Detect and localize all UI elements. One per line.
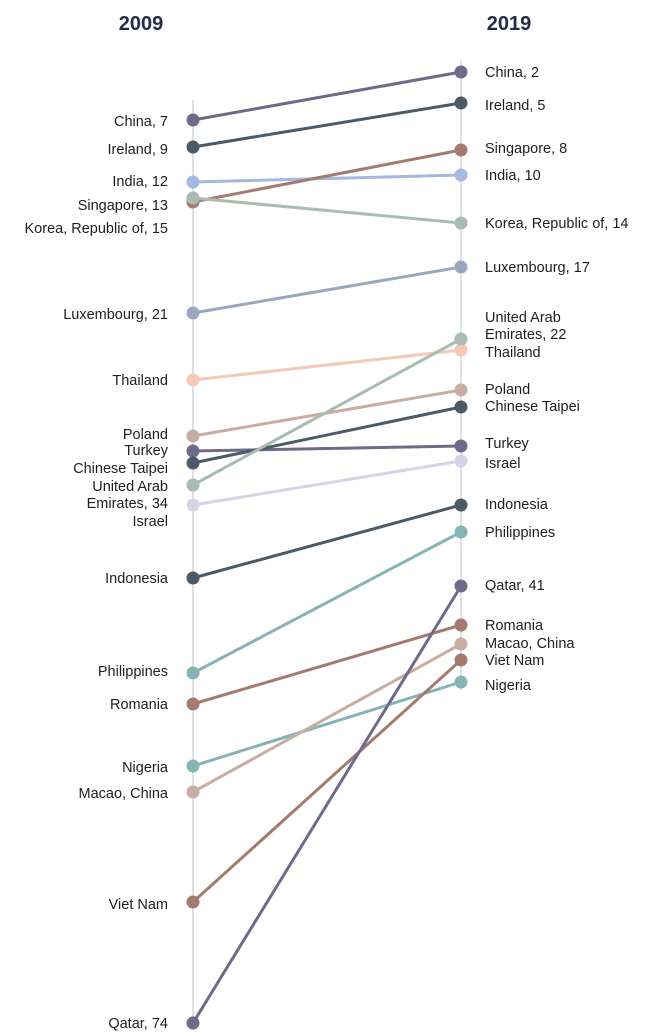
slope-thailand: [191, 348, 463, 382]
slope-united-arab-emirates: [191, 337, 463, 487]
point-2009-poland: [186, 429, 200, 443]
point-2019-united-arab-emirates: [454, 332, 468, 346]
label-2019-israel: Israel: [485, 456, 520, 472]
point-2019-turkey: [454, 439, 468, 453]
label-2019-romania: Romania: [485, 618, 544, 634]
point-2019-philippines: [454, 525, 468, 539]
label-2019-philippines: Philippines: [485, 525, 555, 541]
label-2009-ireland: Ireland, 9: [108, 142, 168, 158]
point-2019-chinese-taipei: [454, 400, 468, 414]
point-2009-viet-nam: [186, 895, 200, 909]
point-2019-luxembourg: [454, 260, 468, 274]
slope-israel: [191, 459, 463, 507]
slope-qatar: [191, 584, 463, 1025]
label-2019-macao-china: Macao, China: [485, 636, 575, 652]
label-2019-viet-nam: Viet Nam: [485, 653, 544, 669]
label-2009-macao-china: Macao, China: [79, 786, 169, 802]
point-2009-indonesia: [186, 571, 200, 585]
label-2009-romania: Romania: [110, 697, 169, 713]
label-2009-turkey: Turkey: [124, 443, 169, 459]
slope-china: [191, 70, 463, 122]
label-2009-luxembourg: Luxembourg, 21: [63, 307, 168, 323]
label-2019-ireland: Ireland, 5: [485, 98, 545, 114]
point-2019-indonesia: [454, 498, 468, 512]
point-2019-korea-republic-of: [454, 216, 468, 230]
slope-singapore: [191, 148, 463, 204]
slope-viet-nam: [191, 658, 463, 904]
point-2009-nigeria: [186, 759, 200, 773]
point-2019-viet-nam: [454, 653, 468, 667]
label-2019-luxembourg: Luxembourg, 17: [485, 260, 590, 276]
label-2009-indonesia: Indonesia: [105, 571, 169, 587]
label-2019-poland: Poland: [485, 382, 530, 398]
slope-chinese-taipei: [191, 405, 463, 465]
point-2019-macao-china: [454, 637, 468, 651]
slope-romania: [191, 623, 463, 706]
point-2019-romania: [454, 618, 468, 632]
slope-korea-republic-of: [191, 196, 463, 225]
label-2009-qatar: Qatar, 74: [108, 1016, 168, 1032]
slope-luxembourg: [191, 265, 463, 315]
year-2009-header: 2009: [119, 13, 164, 35]
label-2019-turkey: Turkey: [485, 436, 530, 452]
label-2009-china: China, 7: [114, 114, 168, 130]
point-2019-poland: [454, 383, 468, 397]
point-2009-israel: [186, 498, 200, 512]
point-2009-macao-china: [186, 785, 200, 799]
label-2009-viet-nam: Viet Nam: [109, 897, 168, 913]
label-2019-qatar: Qatar, 41: [485, 578, 545, 594]
label-2019-chinese-taipei: Chinese Taipei: [485, 399, 580, 415]
point-2019-nigeria: [454, 675, 468, 689]
label-2009-singapore: Singapore, 13: [78, 198, 168, 214]
label-2009-india: India, 12: [112, 174, 168, 190]
slope-nigeria: [191, 680, 463, 768]
label-2009-nigeria: Nigeria: [122, 760, 169, 776]
label-2019-indonesia: Indonesia: [485, 497, 549, 513]
label-2009-philippines: Philippines: [98, 664, 168, 680]
point-2019-singapore: [454, 143, 468, 157]
label-2009-israel: Israel: [133, 514, 168, 530]
label-2019-india: India, 10: [485, 168, 541, 184]
point-2009-romania: [186, 697, 200, 711]
point-2009-india: [186, 175, 200, 189]
label-2009-poland: Poland: [123, 427, 168, 443]
label-2009-chinese-taipei: Chinese Taipei: [73, 461, 168, 477]
point-2009-ireland: [186, 140, 200, 154]
point-2009-qatar: [186, 1016, 200, 1030]
point-2009-united-arab-emirates: [186, 478, 200, 492]
point-2009-turkey: [186, 444, 200, 458]
point-2019-china: [454, 65, 468, 79]
label-2019-singapore: Singapore, 8: [485, 141, 567, 157]
point-2019-thailand: [454, 343, 468, 357]
label-2019-thailand: Thailand: [485, 345, 541, 361]
point-2019-israel: [454, 454, 468, 468]
point-2009-philippines: [186, 666, 200, 680]
slope-philippines: [191, 530, 463, 675]
point-2019-qatar: [454, 579, 468, 593]
label-2019-korea-republic-of: Korea, Republic of, 14: [485, 216, 628, 232]
year-2019-header: 2019: [487, 13, 532, 35]
slope-indonesia: [191, 503, 463, 580]
slope-macao-china: [191, 642, 463, 794]
point-2019-india: [454, 168, 468, 182]
point-2009-luxembourg: [186, 306, 200, 320]
point-2009-chinese-taipei: [186, 456, 200, 470]
slope-ireland: [191, 101, 463, 149]
label-2009-korea-republic-of: Korea, Republic of, 15: [25, 221, 168, 237]
point-2009-korea-republic-of: [186, 191, 200, 205]
point-2019-ireland: [454, 96, 468, 110]
slope-turkey: [191, 444, 463, 453]
point-2009-china: [186, 113, 200, 127]
point-2009-thailand: [186, 373, 200, 387]
label-2009-thailand: Thailand: [112, 373, 168, 389]
label-2019-china: China, 2: [485, 65, 539, 81]
label-2019-nigeria: Nigeria: [485, 678, 532, 694]
slope-india: [191, 173, 463, 184]
